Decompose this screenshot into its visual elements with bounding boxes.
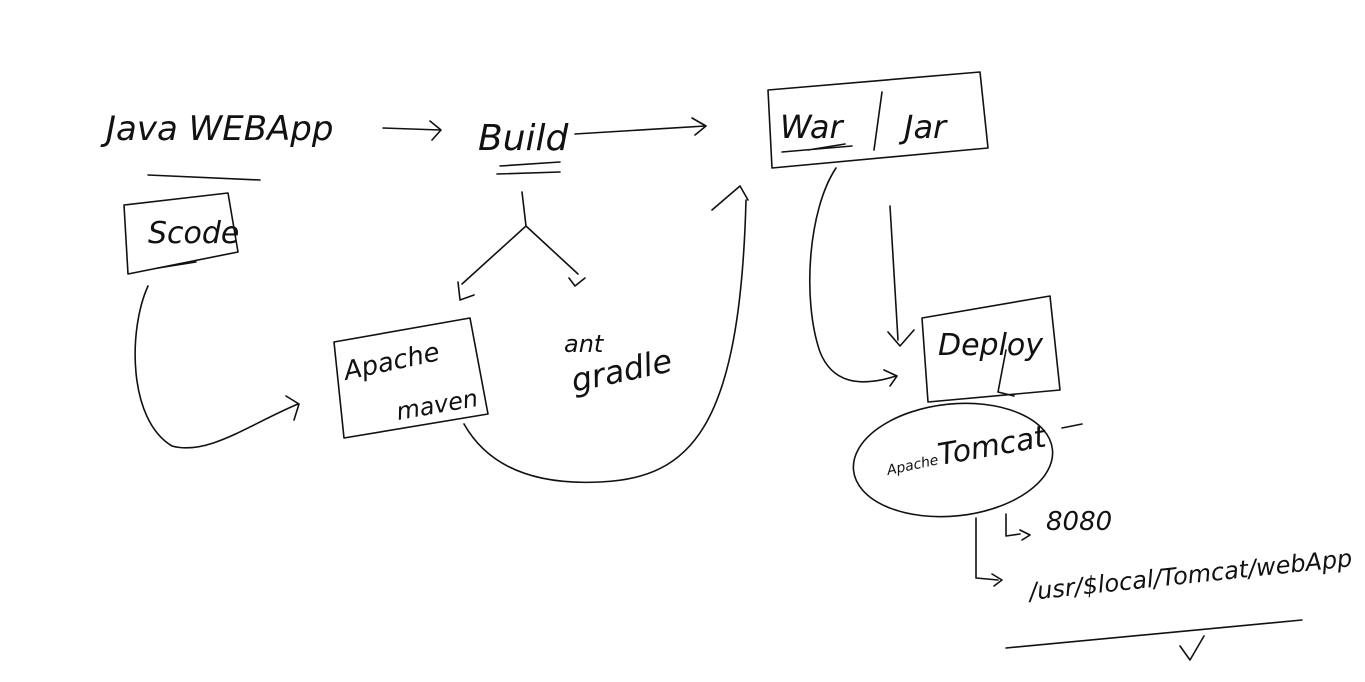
port-arrow: [1005, 513, 1031, 541]
apache-tomcat-label: Tomcat: [935, 419, 1049, 473]
ant-label: ant: [564, 330, 605, 358]
arrow-war-down: [887, 205, 915, 347]
deploy-label: Deploy: [938, 328, 1044, 363]
checkmark-icon: [1179, 635, 1205, 661]
build-label: Build: [478, 118, 570, 159]
war-label: War: [780, 108, 845, 146]
arrow-java-to-build: [382, 120, 442, 141]
apache-maven-line1: Apache: [339, 337, 442, 387]
path-underline: [1005, 619, 1303, 649]
deploy-tick: [997, 349, 1015, 397]
war-jar-divider: [873, 91, 883, 151]
tomcat-dash: [1061, 423, 1083, 429]
apache-tomcat-small-label: Apache: [885, 452, 940, 479]
war-underline: [781, 143, 853, 153]
scode-box: [123, 192, 239, 275]
apache-maven-box: [333, 317, 489, 439]
arrow-war-to-deploy-curve: [809, 167, 898, 387]
port-label: 8080: [1046, 507, 1112, 537]
apache-tomcat-ellipse: [852, 402, 1054, 518]
java-webapp-underline: [147, 174, 261, 181]
build-branches: [457, 191, 586, 301]
war-jar-box: [767, 71, 989, 169]
build-underline: [496, 161, 561, 175]
scode-underline: [157, 261, 197, 269]
apache-maven-line2: maven: [394, 384, 480, 426]
scode-label: Scode: [148, 216, 239, 251]
path-arrow: [975, 517, 1003, 587]
arrow-build-to-war: [574, 117, 707, 136]
deploy-box: [921, 295, 1061, 403]
arrow-scode-to-maven: [134, 285, 300, 449]
jar-label: Jar: [898, 108, 948, 146]
java-webapp-label: Java WEBApp: [100, 109, 333, 149]
path-label: /usr/$local/Tomcat/webApp: [1026, 544, 1354, 606]
arrow-maven-to-war: [463, 185, 749, 484]
